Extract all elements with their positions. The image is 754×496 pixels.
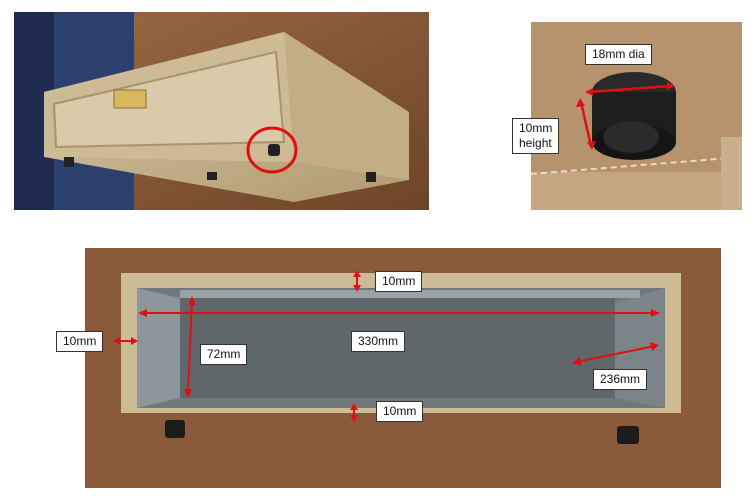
bottom-wall-label: 10mm (376, 401, 424, 422)
inner-length-label: 330mm (351, 331, 406, 352)
foot-closeup-illustration (531, 22, 742, 210)
foot-height-label: 10mm height (512, 118, 560, 154)
top-wall-label: 10mm (375, 271, 423, 292)
foot-diameter-label: 18mm dia (585, 44, 652, 65)
drawer-box-illustration (14, 12, 429, 210)
inner-length-arrow (138, 309, 660, 317)
foot-highlight-circle (246, 126, 298, 174)
foot-height-arrow (576, 98, 596, 150)
box-interior-illustration (85, 248, 721, 488)
drawer-box-photo (14, 12, 429, 210)
foot-diameter-arrow (585, 82, 675, 96)
inner-depth-label: 236mm (593, 369, 648, 390)
foot-closeup-photo (531, 22, 742, 210)
inner-depth-arrow (572, 342, 659, 366)
inner-height-label: 72mm (200, 344, 248, 365)
box-interior-photo (85, 248, 721, 488)
bottom-wall-arrow (350, 403, 358, 422)
inner-height-arrow (184, 296, 196, 398)
side-wall-arrow (113, 337, 138, 345)
side-wall-label: 10mm (56, 331, 104, 352)
top-wall-arrow (353, 270, 361, 292)
